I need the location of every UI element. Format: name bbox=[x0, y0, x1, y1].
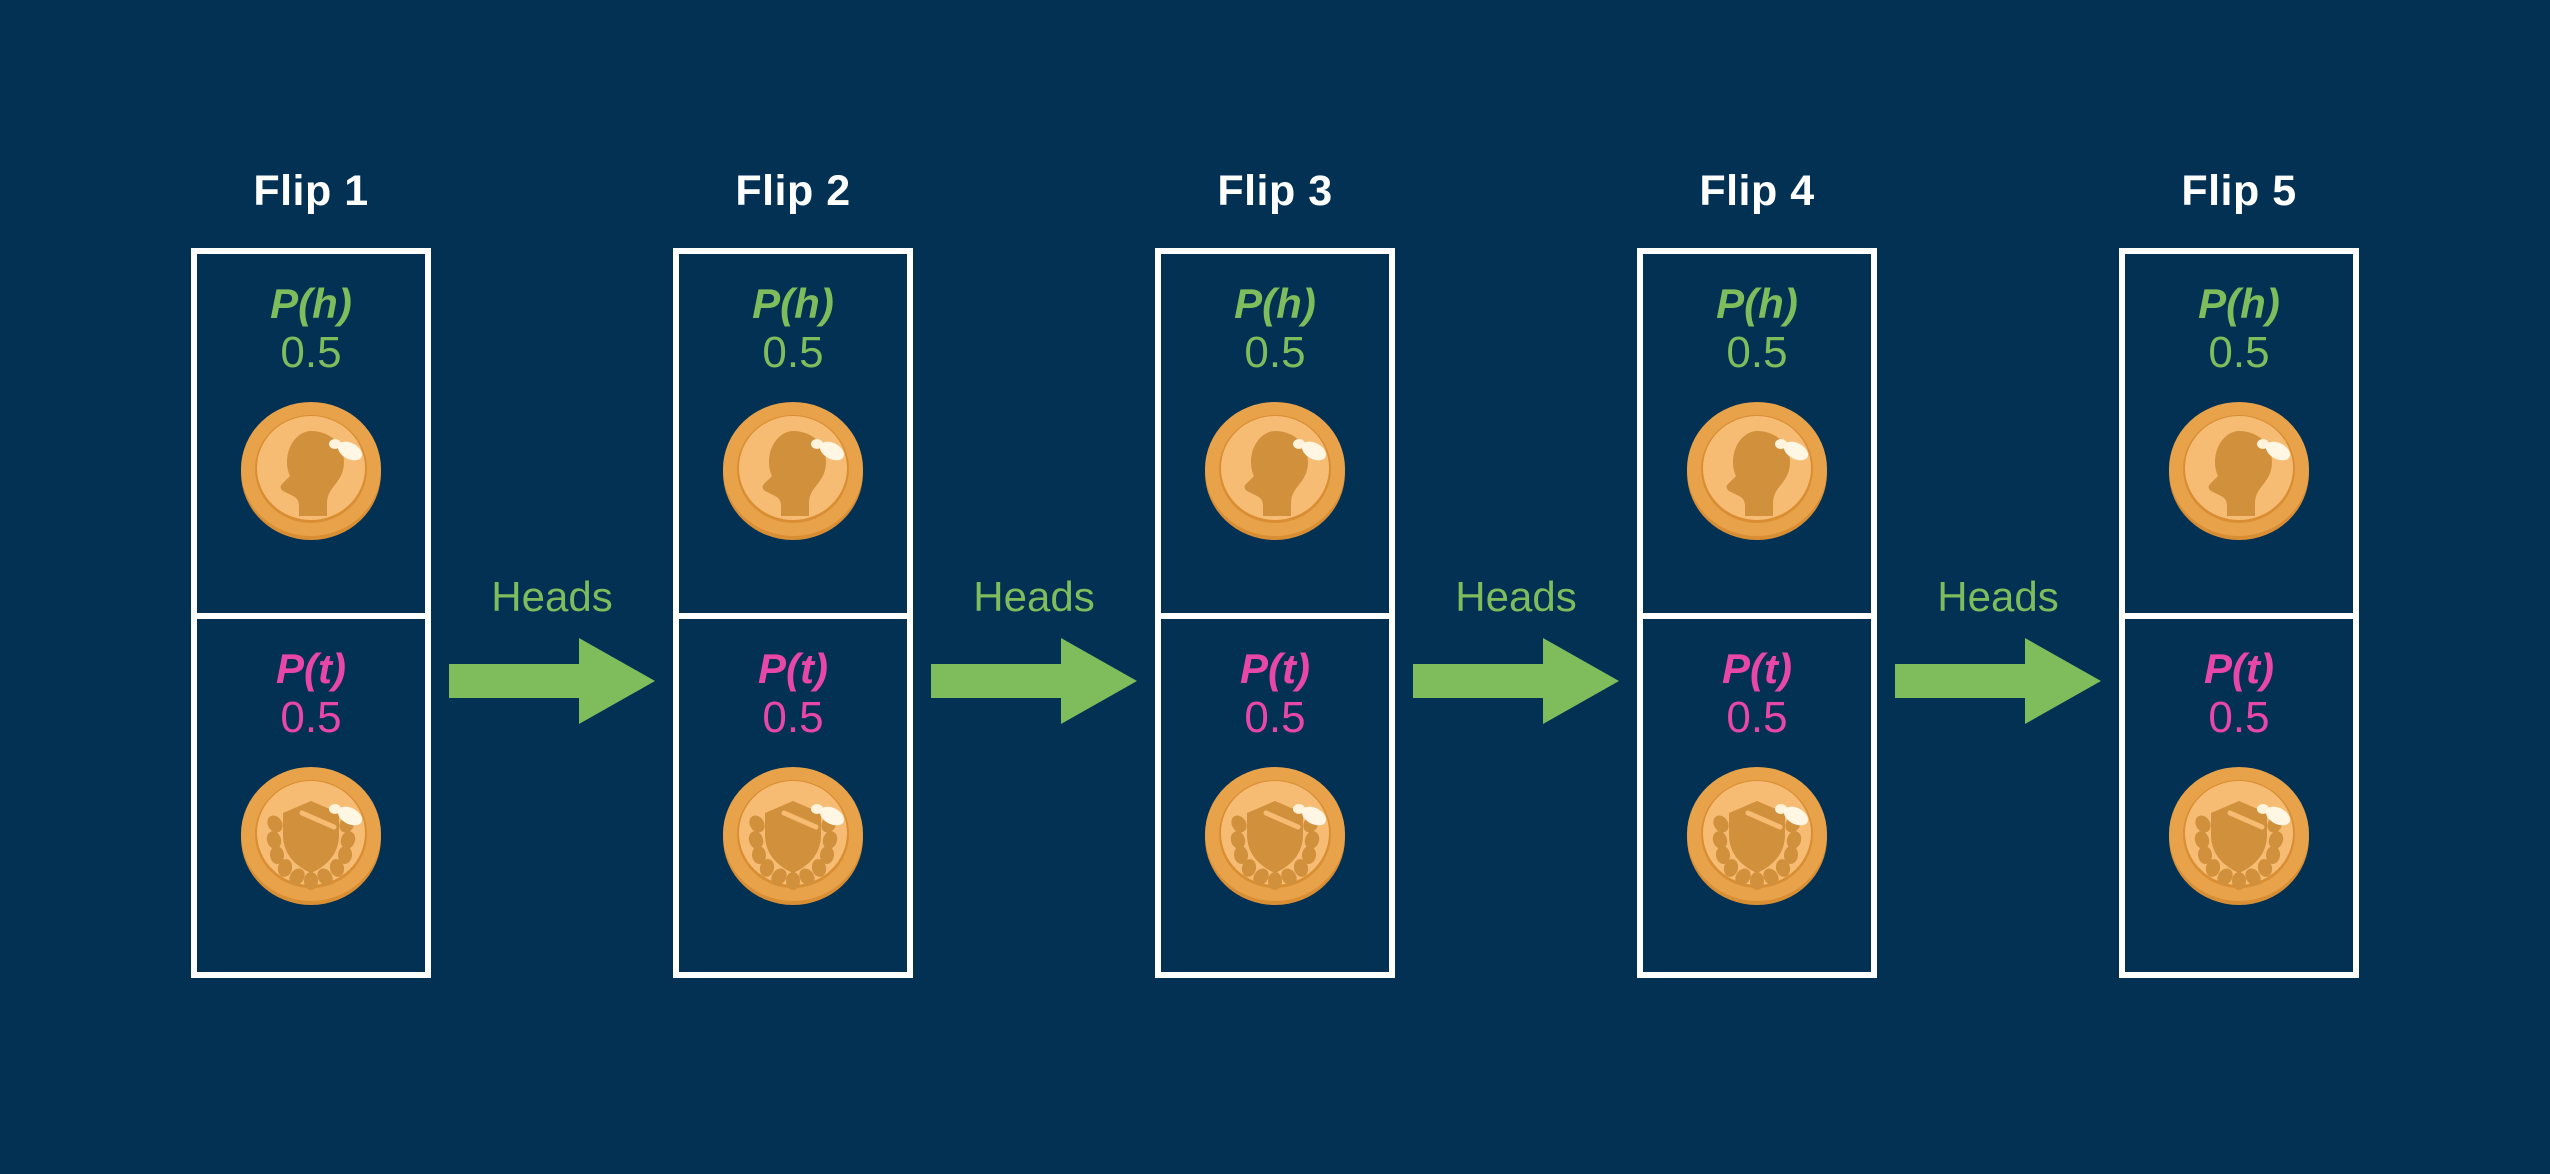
heads-probability-value: 0.5 bbox=[762, 328, 824, 378]
tails-probability-label: P(t) bbox=[2204, 645, 2274, 692]
tails-probability-label: P(t) bbox=[758, 645, 828, 692]
heads-probability-value: 0.5 bbox=[280, 328, 342, 378]
flip-outcome-box: P(h) 0.5 P(t) 0.5 bbox=[673, 248, 913, 978]
outcome-cell-heads: P(h) 0.5 bbox=[1643, 254, 1871, 613]
right-arrow-icon bbox=[931, 638, 1137, 724]
flip-outcome-box: P(h) 0.5 P(t) 0.5 bbox=[1155, 248, 1395, 978]
flip-title: Flip 4 bbox=[1699, 167, 1815, 215]
flip-column-3: Flip 3 P(h) 0.5 P(t bbox=[1155, 170, 1395, 978]
heads-probability-value: 0.5 bbox=[2208, 328, 2270, 378]
connector-1: Heads bbox=[431, 170, 673, 900]
flip-outcome-box: P(h) 0.5 P(t) 0.5 bbox=[1637, 248, 1877, 978]
outcome-cell-tails: P(t) 0.5 bbox=[197, 613, 425, 972]
outcome-cell-heads: P(h) 0.5 bbox=[1161, 254, 1389, 613]
tails-probability-label: P(t) bbox=[276, 645, 346, 692]
heads-probability-label: P(h) bbox=[1716, 280, 1798, 327]
coin-tails-icon bbox=[2164, 760, 2314, 910]
coin-heads-icon bbox=[1682, 395, 1832, 545]
flip-outcome-box: P(h) 0.5 P(t) 0.5 bbox=[2119, 248, 2359, 978]
right-arrow-icon bbox=[1895, 638, 2101, 724]
heads-probability-value: 0.5 bbox=[1726, 328, 1788, 378]
outcome-cell-heads: P(h) 0.5 bbox=[679, 254, 907, 613]
connector-label: Heads bbox=[973, 573, 1095, 620]
heads-probability-label: P(h) bbox=[2198, 280, 2280, 327]
heads-probability-label: P(h) bbox=[270, 280, 352, 327]
flip-column-1: Flip 1 P(h) 0.5 P(t bbox=[191, 170, 431, 978]
right-arrow-icon bbox=[449, 638, 655, 724]
flip-column-4: Flip 4 P(h) 0.5 P(t bbox=[1637, 170, 1877, 978]
heads-probability-label: P(h) bbox=[1234, 280, 1316, 327]
connector-2: Heads bbox=[913, 170, 1155, 900]
tails-probability-value: 0.5 bbox=[1726, 693, 1788, 743]
coin-heads-icon bbox=[236, 395, 386, 545]
flip-title: Flip 3 bbox=[1217, 167, 1333, 215]
connector-label: Heads bbox=[1937, 573, 2059, 620]
outcome-cell-heads: P(h) 0.5 bbox=[197, 254, 425, 613]
coin-heads-icon bbox=[718, 395, 868, 545]
flip-column-2: Flip 2 P(h) 0.5 P(t bbox=[673, 170, 913, 978]
coin-tails-icon bbox=[236, 760, 386, 910]
outcome-cell-tails: P(t) 0.5 bbox=[1161, 613, 1389, 972]
connector-label: Heads bbox=[491, 573, 613, 620]
tails-probability-value: 0.5 bbox=[1244, 693, 1306, 743]
heads-probability-label: P(h) bbox=[752, 280, 834, 327]
coin-heads-icon bbox=[2164, 395, 2314, 545]
connector-4: Heads bbox=[1877, 170, 2119, 900]
connector-label: Heads bbox=[1455, 573, 1577, 620]
coin-tails-icon bbox=[718, 760, 868, 910]
tails-probability-label: P(t) bbox=[1722, 645, 1792, 692]
right-arrow-icon bbox=[1413, 638, 1619, 724]
connector-3: Heads bbox=[1395, 170, 1637, 900]
coin-tails-icon bbox=[1682, 760, 1832, 910]
heads-probability-value: 0.5 bbox=[1244, 328, 1306, 378]
tails-probability-value: 0.5 bbox=[280, 693, 342, 743]
coin-tails-icon bbox=[1200, 760, 1350, 910]
flip-column-5: Flip 5 P(h) 0.5 P(t bbox=[2119, 170, 2359, 978]
flip-outcome-box: P(h) 0.5 P(t) 0.5 bbox=[191, 248, 431, 978]
flip-title: Flip 2 bbox=[735, 167, 851, 215]
outcome-cell-tails: P(t) 0.5 bbox=[679, 613, 907, 972]
flip-title: Flip 1 bbox=[253, 167, 369, 215]
outcome-cell-heads: P(h) 0.5 bbox=[2125, 254, 2353, 613]
flip-title: Flip 5 bbox=[2181, 167, 2297, 215]
tails-probability-label: P(t) bbox=[1240, 645, 1310, 692]
outcome-cell-tails: P(t) 0.5 bbox=[2125, 613, 2353, 972]
coin-heads-icon bbox=[1200, 395, 1350, 545]
tails-probability-value: 0.5 bbox=[762, 693, 824, 743]
outcome-cell-tails: P(t) 0.5 bbox=[1643, 613, 1871, 972]
tails-probability-value: 0.5 bbox=[2208, 693, 2270, 743]
